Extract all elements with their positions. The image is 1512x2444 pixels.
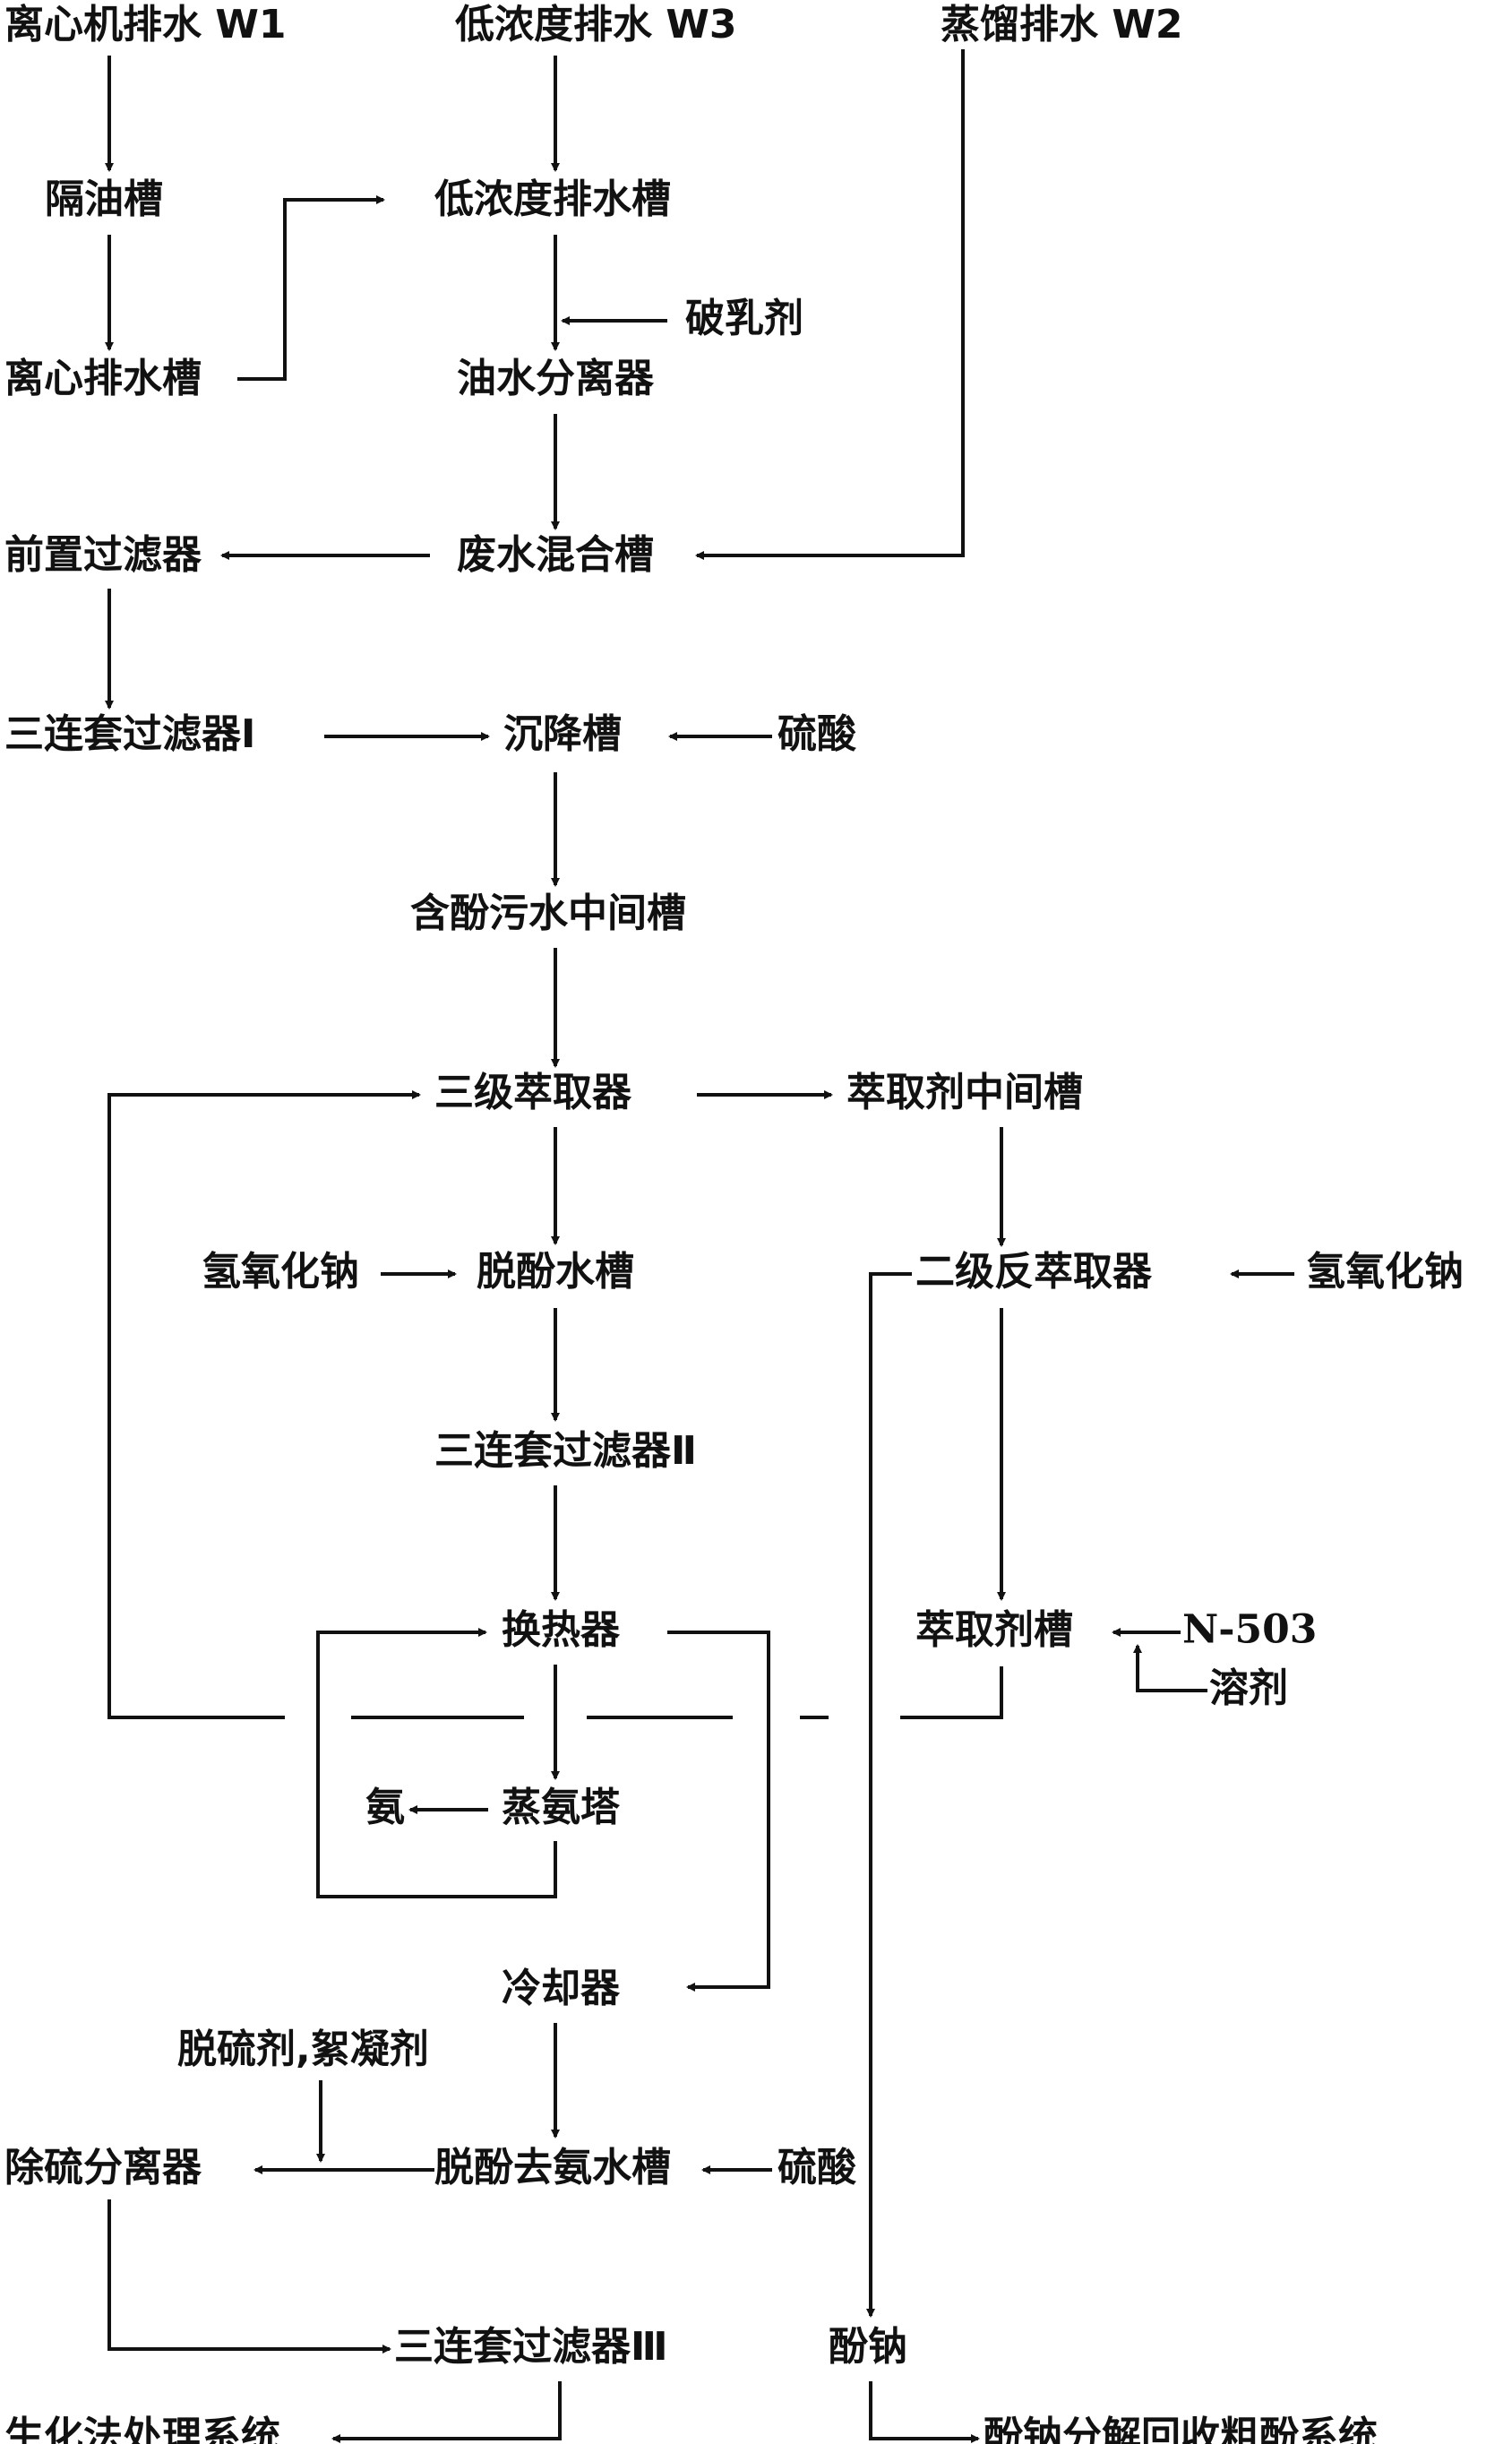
arrow-heat-exchanger-to-cooler <box>667 1631 770 1992</box>
node-naoh-2: 氢氧化钠 <box>1306 1249 1464 1295</box>
node-low-conc-drain-w3: 低浓度排水 W3 <box>455 2 736 47</box>
node-naoh-1: 氢氧化钠 <box>202 1249 359 1295</box>
node-labels: 离心机排水 W1 低浓度排水 W3 蒸馏排水 W2 隔油槽 低浓度排水槽 破乳剂… <box>4 2 1464 2444</box>
arrow-centrifuge-tank-to-low-conc-tank <box>237 195 385 381</box>
node-triple-filter-1: 三连套过滤器Ⅰ <box>4 711 255 757</box>
arrow-w2-to-mix-tank <box>695 49 965 560</box>
node-two-stage-back-extractor: 二级反萃取器 <box>915 1249 1153 1295</box>
node-extractant-tank: 萃取剂槽 <box>915 1607 1073 1653</box>
arrow-stripper-loop-to-heat-exchanger <box>316 1628 557 1898</box>
arrow-desulfur-separator-to-filter-3 <box>107 2199 391 2354</box>
node-solvent: 溶剂 <box>1209 1665 1288 1711</box>
node-cooler: 冷却器 <box>502 1966 621 2011</box>
node-demulsifier: 破乳剂 <box>685 296 803 341</box>
node-oil-trap-tank: 隔油槽 <box>45 176 163 222</box>
connections <box>105 49 1294 2443</box>
node-three-stage-extractor: 三级萃取器 <box>434 1070 632 1115</box>
arrow-back-extractor-to-phenolate <box>866 1272 912 2318</box>
node-n503: N-503 <box>1182 1607 1317 1653</box>
node-centrifuge-drain-w1: 离心机排水 W1 <box>4 2 286 47</box>
arrow-extractant-recycle-to-extractor <box>107 1095 1003 1719</box>
node-sulfuric-acid-1: 硫酸 <box>777 711 857 757</box>
node-heat-exchanger: 换热器 <box>502 1607 621 1653</box>
node-extractant-intermediate-tank: 萃取剂中间槽 <box>846 1070 1083 1115</box>
node-centrifuge-drain-tank: 离心排水槽 <box>4 356 202 401</box>
node-sodium-phenolate: 酚钠 <box>829 2324 907 2370</box>
node-distill-drain-w2: 蒸馏排水 W2 <box>941 2 1182 47</box>
arrow-solvent-to-extractant-tank <box>1133 1644 1207 1692</box>
node-sulfuric-acid-2: 硫酸 <box>777 2145 857 2190</box>
node-phenolate-recovery: 酚钠分解回收粗酚系统 <box>984 2414 1378 2444</box>
node-phenolic-intermediate-tank: 含酚污水中间槽 <box>410 891 686 936</box>
arrow-phenolate-to-recovery <box>869 2381 980 2443</box>
node-biochemical-treatment: 生化法处理系统 <box>4 2414 280 2444</box>
node-ammonia-stripper: 蒸氨塔 <box>502 1785 621 1830</box>
node-desulfur-separator: 除硫分离器 <box>4 2145 202 2190</box>
arrow-filter-3-to-biochemical <box>331 2381 562 2443</box>
node-desulfurizer-flocculant: 脱硫剂,絮凝剂 <box>177 2027 429 2072</box>
node-low-conc-drain-tank: 低浓度排水槽 <box>434 176 671 222</box>
node-oil-water-separator: 油水分离器 <box>457 356 655 401</box>
node-ammonia: 氨 <box>365 1785 405 1830</box>
node-settling-tank: 沉降槽 <box>503 711 622 757</box>
node-dephenolized-water-tank: 脱酚水槽 <box>477 1249 634 1295</box>
node-triple-filter-2: 三连套过滤器Ⅱ <box>434 1428 697 1474</box>
node-triple-filter-3: 三连套过滤器Ⅲ <box>394 2324 668 2370</box>
node-pre-filter: 前置过滤器 <box>4 532 202 578</box>
node-wastewater-mix-tank: 废水混合槽 <box>457 532 654 578</box>
node-dephenol-deammonia-tank: 脱酚去氨水槽 <box>434 2145 671 2190</box>
